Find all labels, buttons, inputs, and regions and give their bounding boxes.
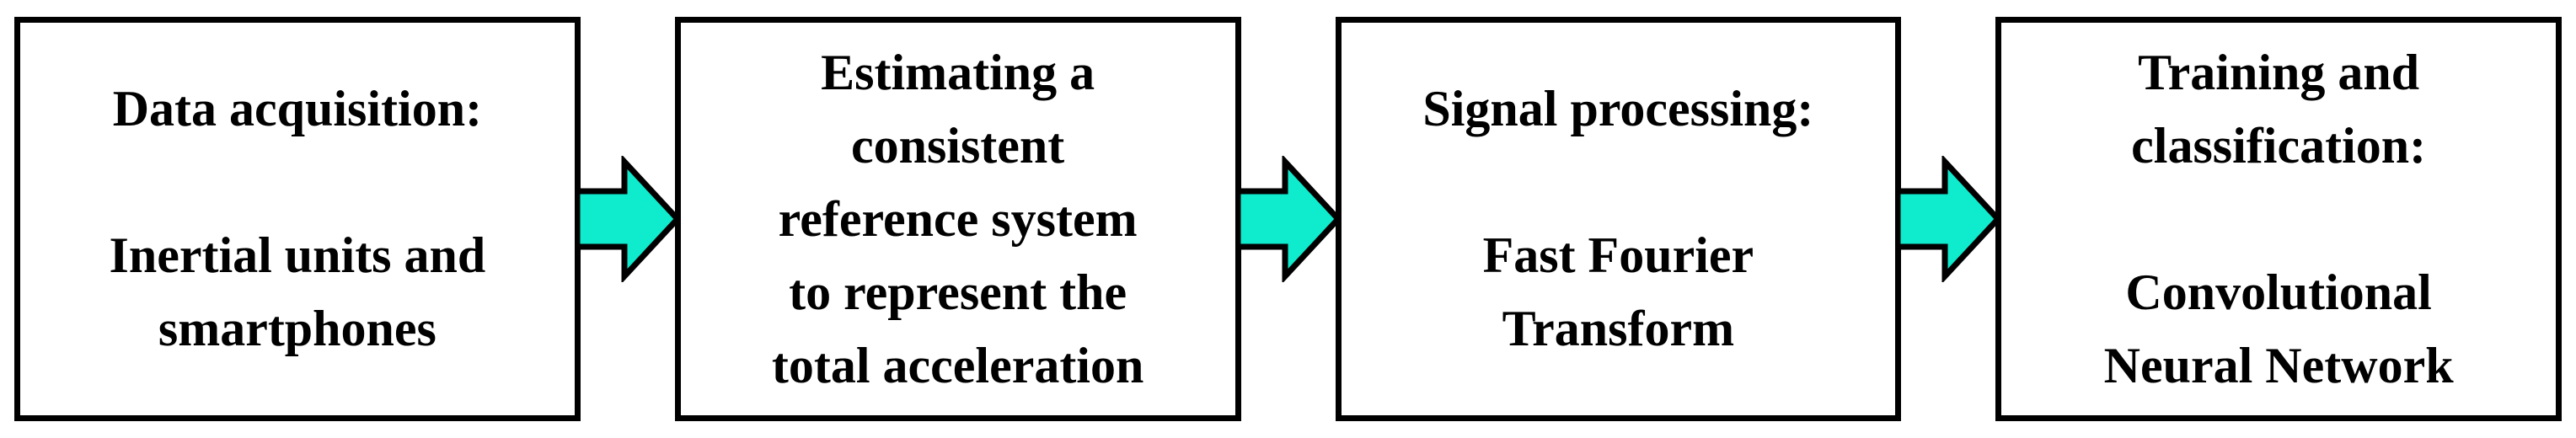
step-text-training-classification: Training and classification: Convolution… (2103, 44, 2454, 393)
step-text-reference-system: Estimating a consistent reference system… (771, 44, 1144, 393)
step-text-signal-processing: Signal processing: Fast Fourier Transfor… (1422, 81, 1814, 356)
flow-arrow-right-icon (1234, 156, 1342, 282)
flow-arrow-right-icon (1895, 156, 2002, 282)
step-box-data-acquisition: Data acquisition: Inertial units and sma… (14, 17, 581, 421)
flow-arrow-right-icon (574, 156, 681, 282)
step-box-signal-processing: Signal processing: Fast Fourier Transfor… (1335, 17, 1902, 421)
arrow-shape (1895, 156, 2002, 282)
step-text-data-acquisition: Data acquisition: Inertial units and sma… (109, 81, 486, 356)
arrow-shape (1234, 156, 1342, 282)
step-box-reference-system: Estimating a consistent reference system… (674, 17, 1241, 421)
arrow-shape (574, 156, 681, 282)
step-box-training-classification: Training and classification: Convolution… (1995, 17, 2562, 421)
